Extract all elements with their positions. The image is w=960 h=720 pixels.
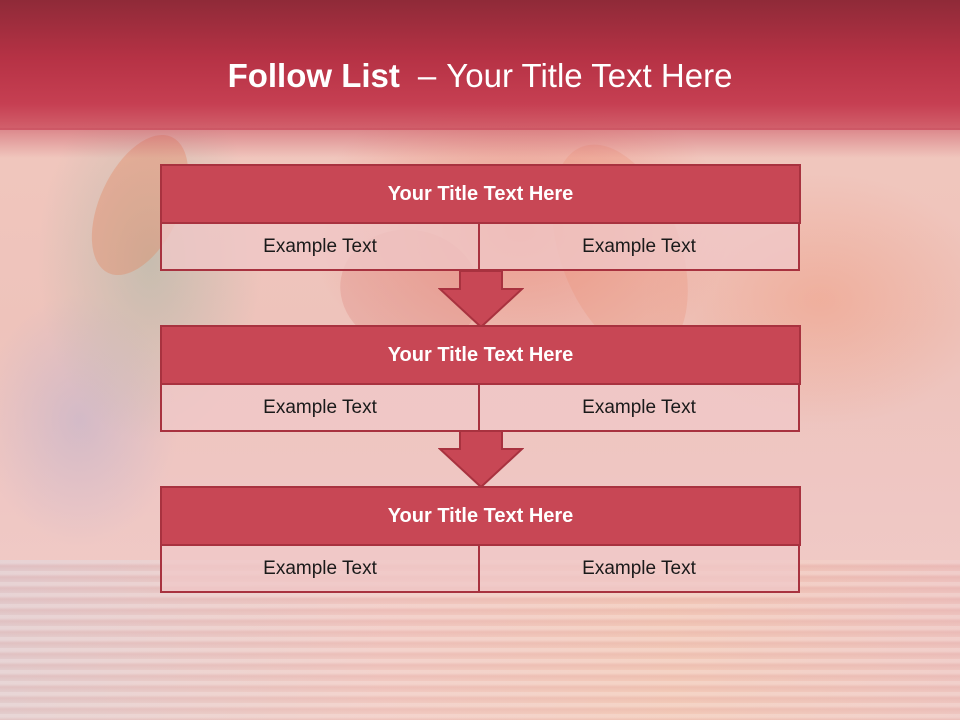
step-row: Example Text Example Text	[160, 385, 801, 432]
step-cell-left: Example Text	[160, 385, 480, 432]
slide-title: Follow List–Your Title Text Here	[0, 56, 960, 96]
step-block-3: Your Title Text Here Example Text Exampl…	[160, 486, 801, 593]
down-arrow-icon	[438, 271, 524, 329]
step-row: Example Text Example Text	[160, 224, 801, 271]
title-bar-fade	[0, 128, 960, 158]
step-block-1: Your Title Text Here Example Text Exampl…	[160, 164, 801, 271]
step-cell-left: Example Text	[160, 224, 480, 271]
title-bar	[0, 0, 960, 130]
step-cell-right: Example Text	[478, 546, 800, 593]
step-block-2: Your Title Text Here Example Text Exampl…	[160, 325, 801, 432]
step-title: Your Title Text Here	[160, 325, 801, 385]
slide-title-bold: Follow List	[227, 57, 400, 94]
step-cell-right: Example Text	[478, 385, 800, 432]
step-cell-right: Example Text	[478, 224, 800, 271]
slide-title-separator: –	[417, 57, 437, 94]
step-title: Your Title Text Here	[160, 486, 801, 546]
step-row: Example Text Example Text	[160, 546, 801, 593]
step-title: Your Title Text Here	[160, 164, 801, 224]
step-cell-left: Example Text	[160, 546, 480, 593]
down-arrow-icon	[438, 431, 524, 489]
slide-title-rest: Your Title Text Here	[446, 57, 733, 94]
